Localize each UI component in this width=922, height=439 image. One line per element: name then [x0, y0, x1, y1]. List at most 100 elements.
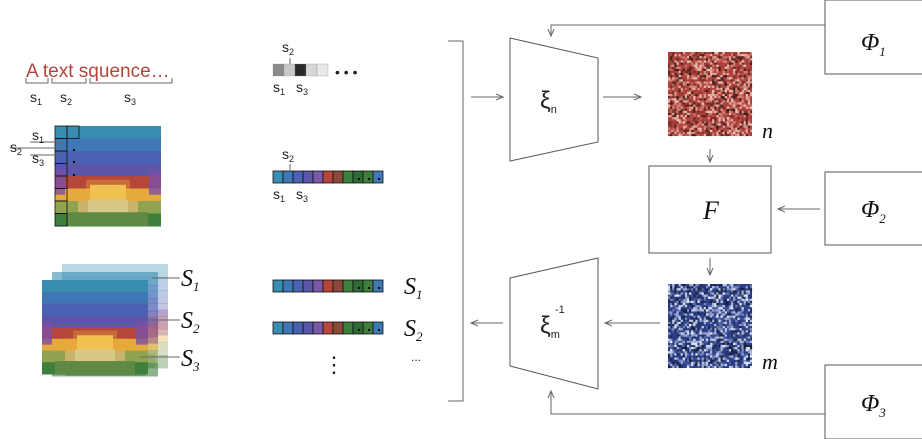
- strip-dot: [367, 328, 371, 332]
- strip-dot: [367, 177, 371, 181]
- svg-text:s3: s3: [296, 79, 308, 97]
- token-strip-s2: [272, 321, 384, 335]
- strip-cell: [332, 170, 344, 184]
- strip-cell: [352, 279, 364, 293]
- encoder-label: ξn: [540, 87, 557, 116]
- strip-dot: [377, 286, 381, 290]
- strip-cell: [272, 63, 285, 77]
- token-strip-color: [272, 170, 384, 184]
- token-strip-gray: [272, 63, 329, 77]
- strip-cell: [283, 63, 296, 77]
- svg-text:s2: s2: [282, 39, 294, 57]
- stack-labels: S1 S2 S3: [140, 266, 200, 374]
- strip-cell: [292, 170, 304, 184]
- strip-cell: [342, 279, 354, 293]
- strip-cell: [282, 321, 294, 335]
- sequence-brackets: [25, 78, 173, 84]
- strip-cell: [362, 321, 374, 335]
- latent-label-n: n: [762, 118, 773, 143]
- latent-noise-n: [668, 52, 753, 137]
- svg-text:S2: S2: [181, 308, 200, 336]
- ellipsis: ...: [411, 350, 421, 364]
- svg-text:s1: s1: [32, 127, 44, 145]
- strip-cell: [282, 170, 294, 184]
- color-strip-labels: s2 s1 s3: [273, 146, 308, 204]
- phi3-box: [824, 364, 922, 439]
- strip-cell: [322, 170, 334, 184]
- pixel-image: [54, 125, 161, 227]
- core-F-label: F: [702, 196, 720, 225]
- strip-cell: [282, 279, 294, 293]
- pixel-image-labels: s1 s2 s3: [10, 127, 62, 168]
- strip-cell: [372, 321, 384, 335]
- svg-text:s1: s1: [30, 89, 42, 107]
- strip-cell: [312, 279, 324, 293]
- strip-cell: [312, 321, 324, 335]
- phi3-label: Φ3: [861, 391, 886, 420]
- latent-noise-m: [668, 284, 753, 369]
- decoder-trapezoid: [509, 257, 599, 390]
- strip-cell: [372, 279, 384, 293]
- strip-cell: [352, 321, 364, 335]
- strip-cell: [372, 170, 384, 184]
- strip-label-s1: S1: [404, 274, 423, 302]
- token-strip-s1: [272, 279, 384, 293]
- strip-dot: [357, 286, 361, 290]
- strip-cell: [272, 321, 284, 335]
- strip-cell: [342, 321, 354, 335]
- vertical-ellipsis: ⋮: [323, 352, 345, 377]
- strip-cell: [322, 321, 334, 335]
- strip-cell: [322, 279, 334, 293]
- decoder-label: ξm: [540, 312, 560, 341]
- svg-text:s2: s2: [60, 89, 72, 107]
- svg-text:s3: s3: [32, 150, 44, 168]
- phi2-box: [824, 171, 922, 246]
- strip-dot: [377, 328, 381, 332]
- strip-label-s2: S2: [404, 316, 423, 344]
- strip-cell: [272, 170, 284, 184]
- strip-cell: [305, 63, 318, 77]
- text-sequence: A text squence…: [26, 61, 170, 82]
- core-F-box: [648, 165, 772, 254]
- svg-text:S3: S3: [181, 346, 200, 374]
- svg-text:s2: s2: [10, 139, 22, 157]
- strip-cell: [352, 170, 364, 184]
- pixel-cell: [54, 213, 68, 227]
- stacked-image-layers: [42, 264, 168, 377]
- svg-text:s3: s3: [296, 186, 308, 204]
- strip-cell: [332, 279, 344, 293]
- svg-text:S1: S1: [181, 266, 200, 294]
- grouping-bracket: [448, 40, 464, 402]
- strip-cell: [362, 170, 374, 184]
- gray-strip-labels: s2 s1 s3: [273, 39, 308, 97]
- phi1-label: Φ1: [861, 30, 886, 59]
- arrow-phi1-to-encoder: [551, 24, 825, 36]
- strip-cell: [302, 170, 314, 184]
- strip-cell: [312, 170, 324, 184]
- strip-cell: [272, 279, 284, 293]
- strip-cell: [342, 170, 354, 184]
- strip-cell: [292, 279, 304, 293]
- svg-text:s2: s2: [282, 146, 294, 164]
- phi1-box: [824, 0, 922, 75]
- strip-dots: • • •: [335, 64, 358, 80]
- svg-text:s3: s3: [124, 89, 136, 107]
- encoder-trapezoid: [509, 37, 599, 162]
- strip-cell: [302, 279, 314, 293]
- latent-label-m: m: [762, 349, 778, 374]
- phi2-label: Φ2: [861, 197, 886, 226]
- strip-cell: [332, 321, 344, 335]
- strip-dot: [367, 286, 371, 290]
- strip-dot: [377, 177, 381, 181]
- arrow-phi3-to-decoder: [551, 391, 825, 415]
- strip-cell: [292, 321, 304, 335]
- strip-dot: [357, 177, 361, 181]
- sequence-bracket-labels: s1 s2 s3: [30, 89, 136, 107]
- strip-dot: [357, 328, 361, 332]
- strip-cell: [316, 63, 329, 77]
- svg-text:s1: s1: [273, 79, 285, 97]
- strip-cell: [302, 321, 314, 335]
- decoder-superscript: -1: [555, 304, 565, 316]
- svg-text:s1: s1: [273, 186, 285, 204]
